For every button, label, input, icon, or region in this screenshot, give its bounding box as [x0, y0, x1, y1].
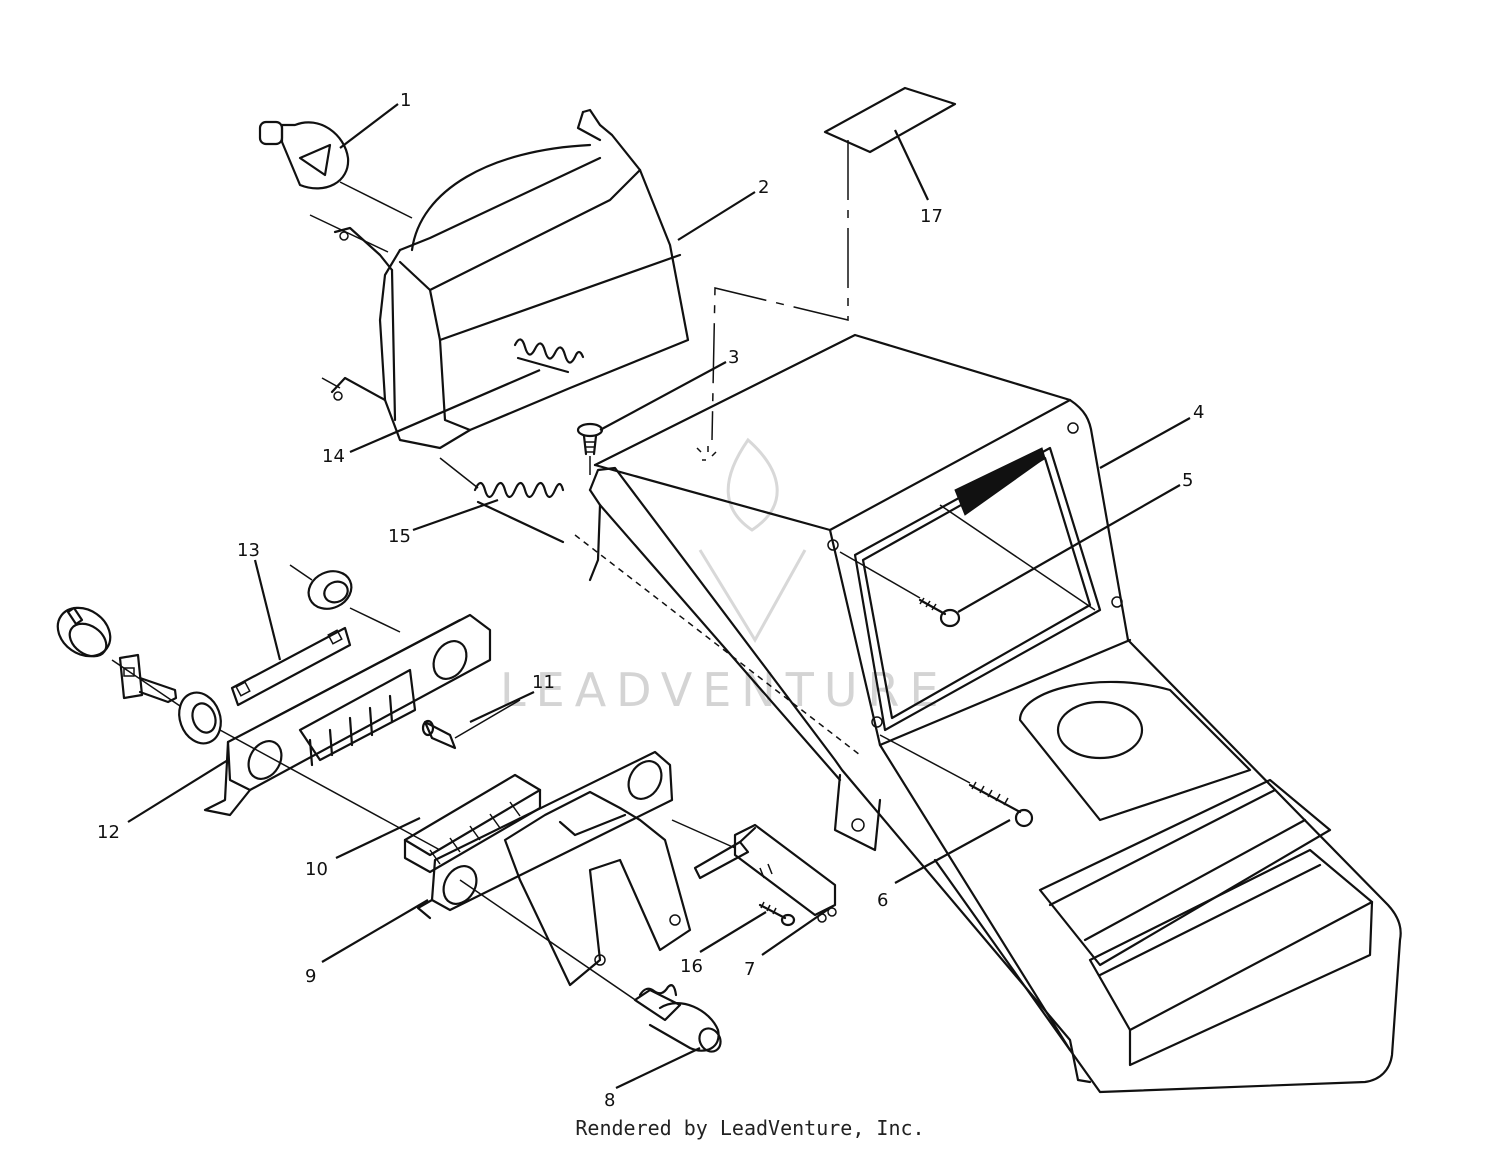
leader-lines	[127, 103, 1191, 1089]
mounting-plate-part-9	[416, 750, 692, 1011]
callout-13: 13	[237, 540, 260, 561]
spring-part-15	[439, 457, 565, 544]
callout-5: 5	[1182, 470, 1193, 491]
footer-credit: Rendered by LeadVenture, Inc.	[575, 1116, 925, 1140]
callout-15: 15	[388, 526, 411, 547]
callout-12: 12	[97, 822, 120, 843]
callout-3: 3	[728, 347, 739, 368]
watermark-text: LEADVENTURE	[500, 663, 949, 717]
spring-part-14	[513, 338, 585, 374]
switch-bracket	[203, 607, 492, 851]
callout-4: 4	[1193, 402, 1204, 423]
callout-16: 16	[680, 956, 703, 977]
bulb-part	[258, 120, 413, 219]
callout-9: 9	[305, 966, 316, 987]
toggle-switch-part-7	[671, 819, 837, 927]
callout-11: 11	[532, 672, 555, 693]
screw-part-3	[576, 422, 604, 475]
callout-2: 2	[758, 177, 769, 198]
fuse-part-11	[421, 699, 521, 750]
headlight-housing-part	[309, 108, 690, 450]
callouts: 1 2 3 4 5 6 7 8 9 10 11 12 13 14 15 16 1…	[97, 90, 1204, 1111]
screw-part-6	[879, 734, 1034, 828]
watermark-logo: LEADVENTURE	[500, 437, 949, 717]
callout-1: 1	[400, 90, 411, 111]
callout-6: 6	[877, 890, 888, 911]
callout-10: 10	[305, 859, 328, 880]
plate-part-13	[230, 626, 352, 707]
key-switch-part	[56, 564, 353, 745]
callout-8: 8	[604, 1090, 615, 1111]
screw-part-5	[839, 551, 961, 628]
callout-7: 7	[744, 959, 755, 980]
callout-17: 17	[920, 206, 943, 227]
callout-14: 14	[322, 446, 345, 467]
connector-part-10	[403, 773, 542, 874]
decal-part	[711, 86, 957, 441]
dash-console-part	[574, 333, 1402, 1094]
light-socket-part-8	[633, 984, 722, 1053]
